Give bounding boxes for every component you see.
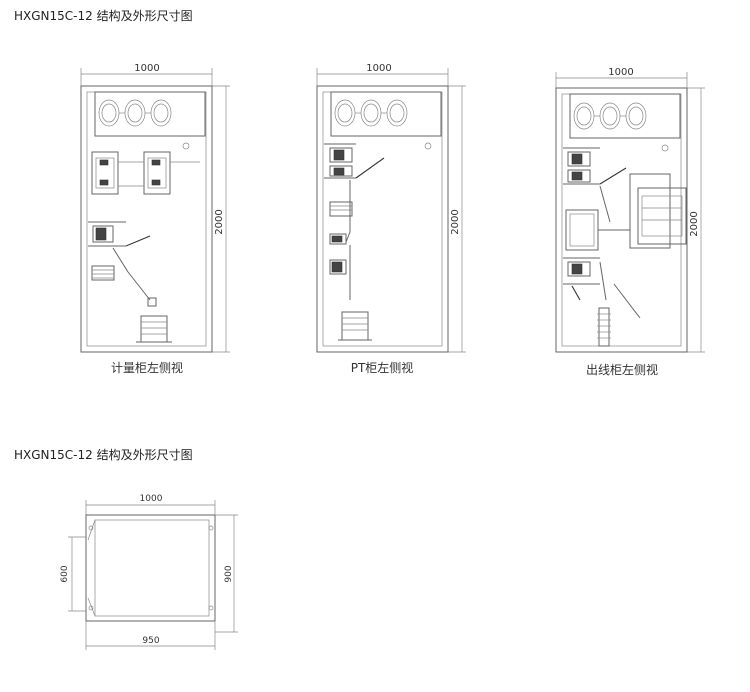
plan-right-label: 900	[224, 565, 234, 582]
panel-pt-cabinet: 1000 2000	[316, 63, 466, 375]
plan-top-label: 1000	[140, 494, 163, 504]
panel-1-caption: 计量柜左侧视	[111, 360, 183, 375]
panel-2-height-label: 2000	[450, 209, 461, 234]
panel-2-width-label: 1000	[366, 63, 391, 74]
panel-2-caption: PT柜左侧视	[351, 360, 414, 375]
panel-outgoing-cabinet: 1000 2000	[555, 67, 705, 377]
panel-3-width-label: 1000	[608, 67, 633, 78]
panel-1-height-label: 2000	[214, 209, 225, 234]
panel-3-height-label: 2000	[689, 211, 700, 236]
panel-metering-cabinet: 1000 2000	[80, 63, 230, 375]
plan-view: 1000 600 900 950	[60, 494, 238, 650]
panel-1-width-label: 1000	[134, 63, 159, 74]
top-title: HXGN15C-12 结构及外形尺寸图	[14, 9, 193, 23]
plan-left-label: 600	[60, 565, 70, 582]
panel-3-caption: 出线柜左侧视	[586, 362, 658, 377]
plan-bottom-label: 950	[142, 636, 159, 646]
bottom-title: HXGN15C-12 结构及外形尺寸图	[14, 448, 193, 462]
